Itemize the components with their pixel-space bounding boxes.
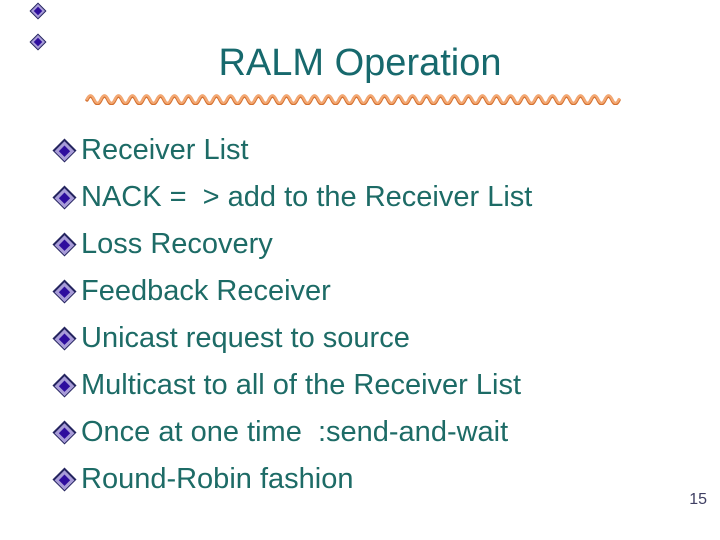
corner-diamond-icon xyxy=(29,2,47,20)
list-item: Loss Recovery xyxy=(51,221,532,268)
diamond-bullet-icon xyxy=(51,373,77,398)
bullet-text: Multicast to all of the Receiver List xyxy=(81,369,522,401)
bullet-text: Round-Robin fashion xyxy=(81,463,354,495)
list-item: NACK = > add to the Receiver List xyxy=(51,174,533,221)
diamond-bullet-icon xyxy=(51,326,77,351)
list-item: Receiver List xyxy=(51,127,532,174)
page-number: 15 xyxy=(689,491,707,508)
bullet-text: Receiver List xyxy=(81,134,249,166)
list-item: Multicast to all of the Receiver List xyxy=(51,362,532,409)
list-item: Feedback Receiver xyxy=(51,268,532,315)
diamond-bullet-icon xyxy=(51,467,77,492)
diamond-bullet-icon xyxy=(51,232,77,257)
bullet-text: NACK = > add to the Receiver List xyxy=(81,181,533,213)
list-item: Once at one time :send-and-wait xyxy=(51,409,532,456)
diamond-bullet-icon xyxy=(51,279,77,304)
diamond-bullet-icon xyxy=(51,420,77,445)
bullet-text: Once at one time :send-and-wait xyxy=(81,416,509,448)
bullet-text: Feedback Receiver xyxy=(81,275,331,307)
list-item: Unicast request to source xyxy=(51,315,532,362)
wavy-underline-icon xyxy=(85,94,621,105)
bullet-text: Loss Recovery xyxy=(81,228,273,260)
list-item: Round-Robin fashion xyxy=(51,456,532,503)
diamond-bullet-icon xyxy=(51,138,77,163)
diamond-bullet-icon xyxy=(51,185,77,210)
bullet-text: Unicast request to source xyxy=(81,322,410,354)
slide-title: RALM Operation xyxy=(218,42,502,84)
